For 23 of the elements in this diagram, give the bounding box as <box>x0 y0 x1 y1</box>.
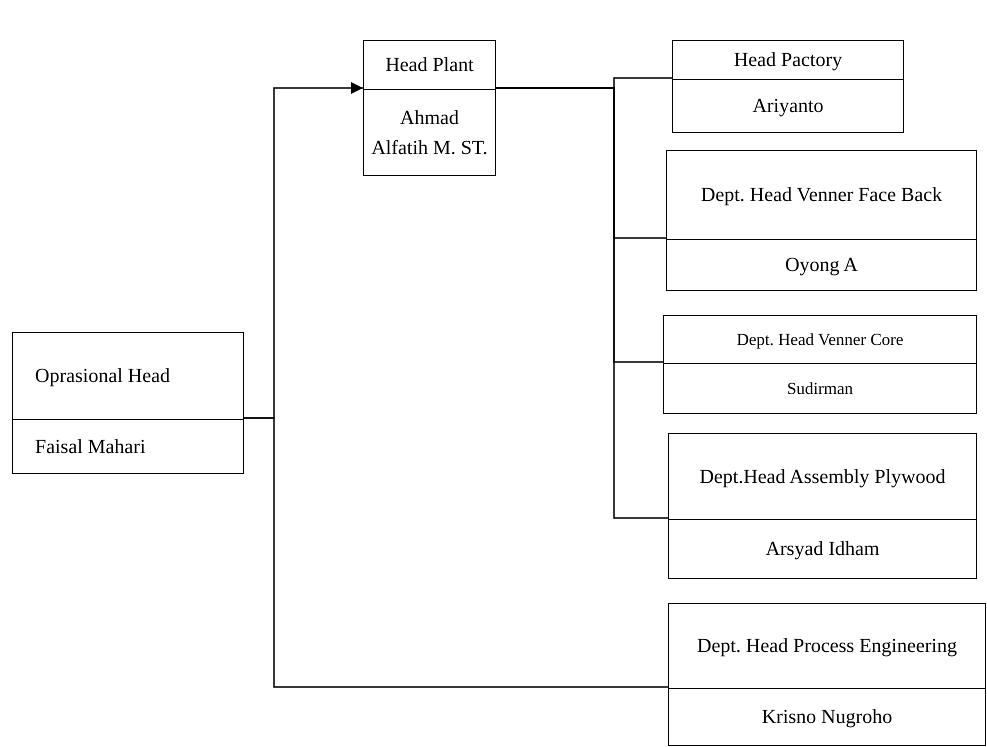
position-title: Oprasional Head <box>35 364 170 389</box>
person-name: Arsyad Idham <box>766 537 880 562</box>
position-title: Dept. Head Process Engineering <box>697 634 957 659</box>
position-title: Dept.Head Assembly Plywood <box>699 464 946 490</box>
position-title: Dept. Head Venner Core <box>736 328 904 351</box>
position-title: Head Plant <box>385 53 474 78</box>
person-name: Krisno Nugroho <box>762 705 892 730</box>
person-name: Ahmad Alfatih M. ST. <box>370 106 489 160</box>
position-title: Dept. Head Venner Face Back <box>700 183 942 208</box>
connector-line <box>496 87 668 519</box>
org-box <box>666 150 977 291</box>
org-box <box>363 40 496 176</box>
org-box <box>12 332 244 474</box>
person-name: Sudirman <box>786 378 854 400</box>
org-box <box>668 433 977 579</box>
org-box <box>668 603 986 746</box>
person-name: Oyong A <box>785 253 858 278</box>
person-name: Ariyanto <box>752 94 824 119</box>
position-title: Head Pactory <box>734 48 842 73</box>
person-name: Faisal Mahari <box>35 434 146 460</box>
org-box <box>663 315 977 414</box>
org-box <box>672 40 904 133</box>
connector-line <box>244 417 668 688</box>
